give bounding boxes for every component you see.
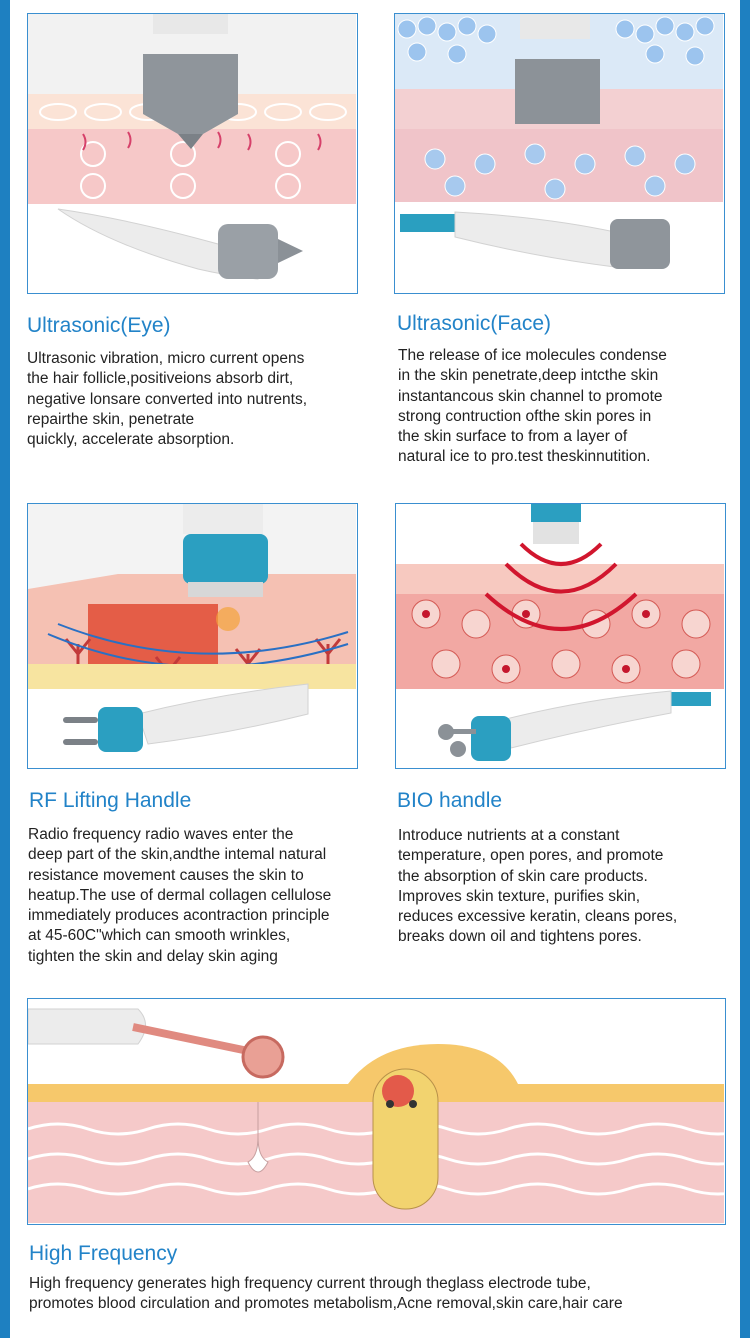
desc-line: breaks down oil and tightens pores. [398, 928, 642, 946]
desc-line: at 45-60C"which can smooth wrinkles, [28, 927, 291, 945]
desc-line: the hair follicle,positiveions absorb di… [27, 370, 294, 388]
rf-lifting-illustration [27, 503, 358, 769]
desc-line: in the skin penetrate,deep intcthe skin [398, 367, 659, 385]
desc-line: the absorption of skin care products. [398, 867, 648, 885]
bio-handle-illustration [395, 503, 726, 769]
ultrasonic-face-title: Ultrasonic(Face) [397, 312, 552, 335]
desc-line: negative lonsare converted into nutrents… [27, 390, 308, 408]
desc-line: Ultrasonic vibration, micro current open… [27, 350, 305, 367]
desc-line: heatup.The use of dermal collagen cellul… [28, 886, 332, 904]
ultrasonic-eye-description: Ultrasonic vibration, micro current open… [27, 349, 372, 450]
desc-line: tighten the skin and delay skin aging [28, 947, 278, 965]
left-frame-bar [0, 0, 10, 1338]
desc-line: promotes blood circulation and promotes … [29, 1295, 623, 1313]
desc-line: resistance movement causes the skin to [28, 866, 304, 884]
high-frequency-title: High Frequency [29, 1242, 178, 1265]
bio-handle-description: Introduce nutrients at a constant temper… [398, 826, 728, 948]
desc-line: quickly, accelerate absorption. [27, 431, 235, 449]
high-frequency-illustration [27, 998, 726, 1225]
ultrasonic-eye-title: Ultrasonic(Eye) [27, 314, 171, 337]
ultrasonic-eye-illustration [27, 13, 358, 294]
desc-line: Radio frequency radio waves enter the [28, 826, 294, 843]
desc-line: repairthe skin, penetrate [27, 410, 195, 428]
desc-line: strong contruction ofthe skin pores in [398, 407, 652, 425]
desc-line: Improves skin texture, purifies skin, [398, 887, 641, 905]
desc-line: High frequency generates high frequency … [29, 1275, 591, 1292]
right-frame-bar [740, 0, 750, 1338]
desc-line: The release of ice molecules condense [398, 347, 667, 364]
desc-line: immediately produces acontraction princi… [28, 907, 330, 925]
desc-line: instantancous skin channel to promote [398, 387, 663, 405]
high-frequency-description: High frequency generates high frequency … [29, 1274, 729, 1315]
desc-line: the skin surface to from a layer of [398, 428, 628, 446]
ultrasonic-face-illustration [394, 13, 725, 294]
ultrasonic-face-description: The release of ice molecules condense in… [398, 346, 728, 468]
rf-lifting-description: Radio frequency radio waves enter the de… [28, 825, 378, 967]
desc-line: natural ice to pro.test theskinnutition. [398, 448, 651, 466]
rf-lifting-title: RF Lifting Handle [29, 789, 192, 812]
desc-line: temperature, open pores, and promote [398, 847, 664, 865]
desc-line: Introduce nutrients at a constant [398, 827, 620, 844]
bio-handle-title: BIO handle [397, 789, 503, 812]
desc-line: deep part of the skin,andthe intemal nat… [28, 846, 327, 864]
desc-line: reduces excessive keratin, cleans pores, [398, 908, 678, 926]
